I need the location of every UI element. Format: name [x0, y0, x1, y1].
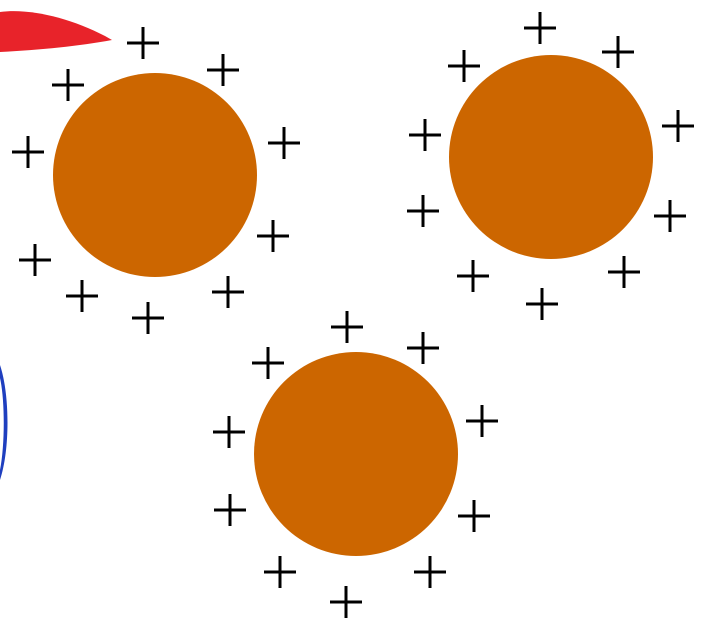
plus-sign-icon: [407, 332, 439, 364]
red-streak: [0, 11, 112, 52]
plus-sign-icon: [448, 50, 480, 82]
plus-sign-icon: [213, 416, 245, 448]
plus-sign-icon: [257, 220, 289, 252]
plus-sign-icon: [407, 195, 439, 227]
plus-sign-icon: [662, 110, 694, 142]
blue-arc: [0, 365, 8, 480]
particles-layer: [12, 12, 694, 618]
plus-sign-icon: [214, 494, 246, 526]
plus-sign-icon: [602, 36, 634, 68]
plus-sign-icon: [66, 280, 98, 312]
particle-top-left: [12, 27, 300, 334]
plus-sign-icon: [252, 347, 284, 379]
plus-sign-icon: [52, 69, 84, 101]
particle-circle: [449, 55, 653, 259]
plus-sign-icon: [132, 302, 164, 334]
particle-circle: [53, 73, 257, 277]
plus-sign-icon: [457, 260, 489, 292]
plus-sign-icon: [127, 27, 159, 59]
plus-sign-icon: [608, 256, 640, 288]
plus-sign-icon: [330, 586, 362, 618]
plus-sign-icon: [466, 405, 498, 437]
plus-sign-icon: [212, 276, 244, 308]
plus-sign-icon: [409, 119, 441, 151]
plus-sign-icon: [268, 127, 300, 159]
plus-sign-icon: [458, 500, 490, 532]
particle-circle: [254, 352, 458, 556]
plus-sign-icon: [207, 54, 239, 86]
plus-sign-icon: [19, 244, 51, 276]
particle-bottom: [213, 311, 498, 618]
plus-sign-icon: [414, 556, 446, 588]
plus-sign-icon: [12, 136, 44, 168]
plus-sign-icon: [526, 288, 558, 320]
particle-top-right: [407, 12, 694, 320]
plus-sign-icon: [331, 311, 363, 343]
plus-sign-icon: [264, 556, 296, 588]
plus-sign-icon: [524, 12, 556, 44]
plus-sign-icon: [654, 200, 686, 232]
